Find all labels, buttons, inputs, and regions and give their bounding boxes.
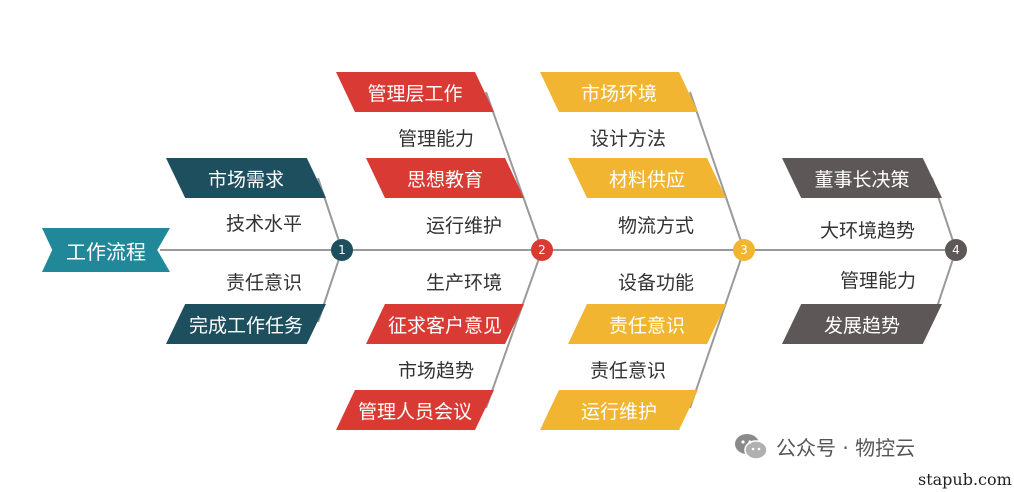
bone3-lower-line: [689, 249, 745, 409]
bone3-tag-4: 运行维护: [540, 390, 698, 430]
bone4-label-1: 大环境趋势: [820, 220, 916, 242]
node-2: 2: [531, 239, 553, 261]
bone1-top-label: 技术水平: [226, 213, 303, 235]
bone3-label-2: 物流方式: [618, 215, 695, 237]
bone4-tag-1: 董事长决策: [782, 158, 942, 198]
bone1-top-tag: 市场需求: [166, 158, 326, 198]
bone2-label-4: 市场趋势: [398, 360, 475, 382]
bone3-tag-3: 责任意识: [568, 304, 726, 344]
bone2-upper-line: [485, 91, 543, 251]
head-tag: 工作流程: [42, 228, 170, 272]
bone2-label-3: 生产环境: [426, 272, 503, 294]
watermark-text: 公众号 · 物控云: [776, 436, 916, 460]
site-url: stapub.com: [918, 470, 1012, 489]
bone3-label-3: 设备功能: [618, 272, 695, 294]
node-1: 1: [331, 239, 353, 261]
bone2-tag-1: 管理层工作: [336, 72, 494, 112]
bone3-tag-2: 材料供应: [568, 158, 726, 198]
bone2-tag-4: 管理人员会议: [336, 390, 494, 430]
bone1-bottom-label: 责任意识: [226, 272, 303, 294]
bone2-lower-line: [485, 249, 543, 409]
bone1-bottom-tag: 完成工作任务: [166, 304, 326, 344]
bone3-upper-line: [689, 91, 745, 251]
bone2-tag-3: 征求客户意见: [366, 304, 524, 344]
bone3-label-1: 设计方法: [590, 128, 667, 150]
node-3: 3: [733, 239, 755, 261]
node-4: 4: [945, 239, 967, 261]
bone4-tag-2: 发展趋势: [782, 304, 942, 344]
bone3-tag-1: 市场环境: [540, 72, 698, 112]
bone2-tag-2: 思想教育: [366, 158, 524, 198]
wechat-icon: [735, 433, 768, 460]
watermark: 公众号 · 物控云: [734, 432, 915, 461]
bone3-label-4: 责任意识: [590, 360, 667, 382]
bone2-label-1: 管理能力: [398, 128, 475, 150]
bone2-label-2: 运行维护: [426, 215, 503, 237]
bone4-label-2: 管理能力: [840, 270, 917, 292]
